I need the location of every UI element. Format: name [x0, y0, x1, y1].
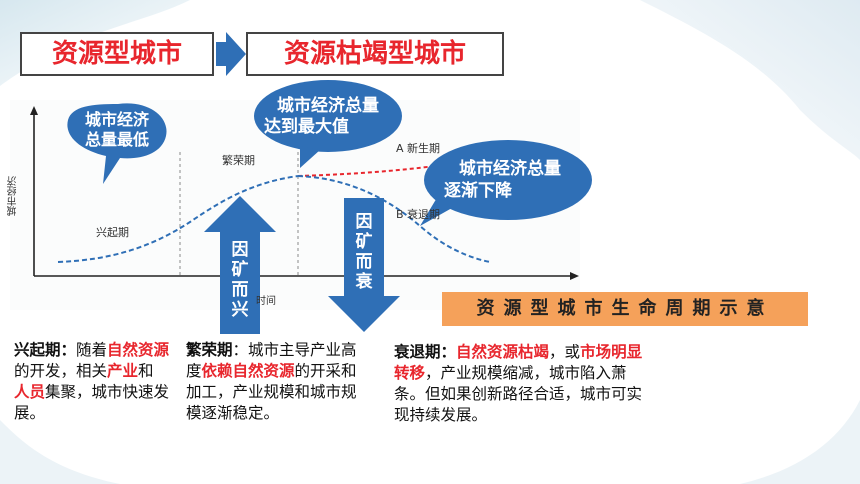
emerge-h3: 人员	[14, 383, 46, 401]
decline-h1: 自然资源枯竭	[456, 343, 550, 361]
branch-a-curve	[297, 157, 489, 177]
bubble-decline-tail	[420, 196, 452, 226]
emerge-t1: 随着	[76, 341, 108, 359]
fall-char-1: 因	[355, 212, 373, 232]
rise-arrow	[204, 196, 276, 334]
bubble-max-line2: 达到最大值	[264, 117, 349, 137]
fall-char-2: 矿	[355, 232, 373, 252]
paragraph-emerge: 兴起期：随着自然资源的开发，相关产业和 人员集聚，城市快速发展。	[14, 340, 172, 424]
emerge-t4: 集聚，城市快速发展。	[14, 383, 170, 422]
decline-h2: 市场明显转移	[394, 343, 643, 382]
bubble-decline-line1: 城市经济总量	[459, 159, 561, 179]
rise-char-4: 兴	[231, 300, 249, 320]
bubble-max-tail	[300, 146, 320, 168]
bubble-lowest-text: 城市经济 总量最低	[70, 110, 164, 150]
branch-a-label: A 新生期	[396, 142, 441, 155]
bubble-lowest-line1: 城市经济	[84, 110, 149, 129]
emerge-t3: 和	[138, 362, 154, 380]
prosper-head: 繁荣期	[186, 341, 233, 359]
decline-t1: ，或	[549, 343, 581, 361]
decline-head: 衰退期	[394, 343, 441, 361]
bubble-decline	[424, 140, 592, 220]
decline-colon: ：	[440, 343, 457, 361]
bubble-max-text: 城市经济总量 达到最大值	[258, 96, 398, 138]
lifecycle-caption: 资源型城市生命周期示意	[442, 292, 808, 326]
fall-char-3: 而	[355, 252, 373, 272]
emerge-h2: 产业	[107, 362, 139, 380]
title-connector-arrow	[216, 32, 246, 76]
bubble-decline-text: 城市经济总量 逐渐下降	[440, 158, 580, 202]
branch-b-label: B 衰退期	[396, 208, 441, 221]
bubble-max	[254, 80, 402, 152]
stage-prosper-label: 繁荣期	[222, 154, 255, 167]
rise-char-3: 而	[231, 280, 249, 300]
rise-char-2: 矿	[231, 260, 249, 280]
rise-arrow-text: 因 矿 而 兴	[230, 240, 250, 320]
rise-char-1: 因	[231, 240, 249, 260]
paragraph-decline: 衰退期：自然资源枯竭，或市场明显转移，产业规模缩减，城市陷入萧条。但如果创新路径…	[394, 342, 644, 426]
bubble-max-line1: 城市经济总量	[277, 96, 379, 116]
prosper-h1: 依赖自然资源	[201, 362, 295, 380]
fall-char-4: 衰	[355, 272, 373, 292]
x-axis-arrowhead	[570, 272, 579, 280]
emerge-head: 兴起期	[14, 341, 61, 359]
prosper-t2: 的开采和加工，产业规模和城市规模逐渐稳定。	[186, 362, 357, 422]
bubble-decline-line2: 逐渐下降	[444, 181, 512, 201]
emerge-colon: ：	[60, 341, 77, 359]
branch-b-curve	[297, 175, 491, 263]
paragraph-prosper: 繁荣期：城市主导产业高度依赖自然资源的开采和加工，产业规模和城市规模逐渐稳定。	[186, 340, 370, 424]
fall-arrow-text: 因 矿 而 衰	[354, 212, 374, 292]
y-axis-arrowhead	[30, 106, 38, 115]
prosper-t1: ：城市主导产业高度	[186, 341, 357, 380]
title-resource-city: 资源型城市	[20, 32, 214, 76]
decline-t2: ，产业规模缩减，城市陷入萧条。但如果创新路径合适，城市可实现持续发展。	[394, 364, 643, 424]
growth-curve	[57, 175, 299, 263]
stage-emerge-label: 兴起期	[96, 226, 129, 239]
fall-arrow	[328, 198, 400, 332]
bubble-lowest	[67, 103, 167, 184]
emerge-h1: 自然资源	[107, 341, 170, 359]
title-depleted-city: 资源枯竭型城市	[246, 32, 504, 76]
emerge-t2: 的开发，相关	[14, 362, 108, 380]
x-axis-label: 时间	[256, 296, 276, 307]
bubble-lowest-line2: 总量最低	[84, 130, 149, 149]
y-axis-label: 城市经济	[8, 176, 19, 216]
